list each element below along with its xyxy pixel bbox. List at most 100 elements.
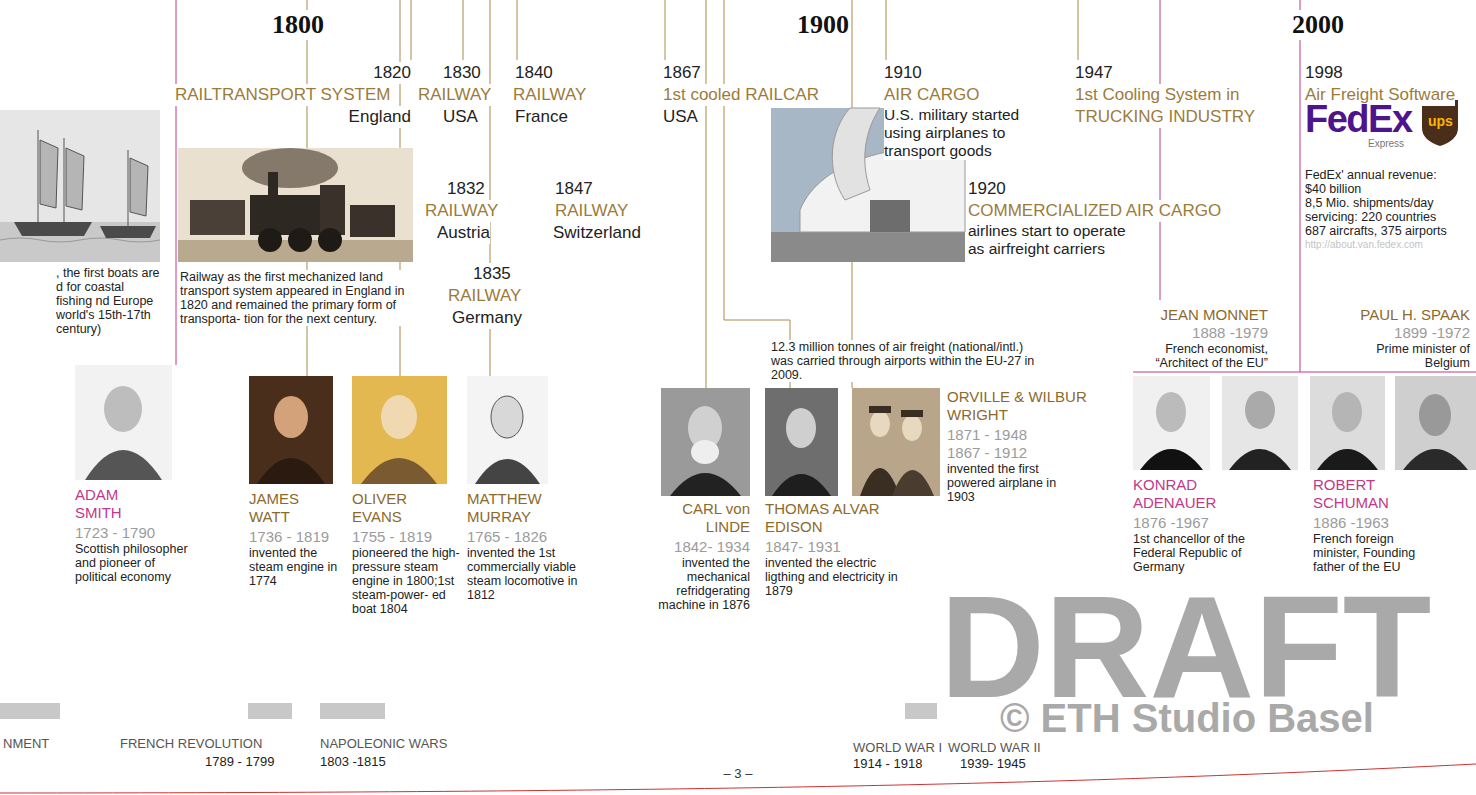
leader-line	[411, 0, 412, 60]
engraving-sea	[0, 222, 160, 262]
year-label: USA	[443, 106, 478, 128]
year-label: Switzerland	[553, 222, 641, 244]
person-note: Scottish philosopher and pioneer of poli…	[75, 542, 200, 584]
year-label: France	[515, 106, 568, 128]
person-note: invented the steam engine in 1774	[249, 546, 347, 588]
leader-lines	[307, 0, 1078, 388]
year-label: 1835	[473, 263, 511, 285]
event-title: RAILWAY	[448, 285, 521, 307]
person-name: JEAN MONNET	[1160, 306, 1268, 324]
event-title: RAILWAY	[418, 84, 491, 106]
century-label: 1800	[272, 10, 324, 40]
portrait-body	[475, 459, 540, 484]
life-dates: 1867 - 1912	[947, 444, 1027, 462]
event-note: U.S. military started using airplanes to…	[884, 106, 1044, 160]
tender	[350, 205, 395, 237]
portrait-body	[257, 458, 325, 484]
portrait-ground	[852, 388, 940, 496]
ship-hull	[14, 222, 92, 236]
person-note: invented the first powered airplane in 1…	[947, 462, 1067, 504]
year-label: 1867	[663, 62, 701, 84]
person-name: KONRAD ADENAUER	[1133, 476, 1233, 512]
portrait-head	[870, 411, 890, 437]
caption-text: 12.3 million tonnes of air freight (nati…	[771, 340, 1046, 382]
leader-line	[665, 0, 666, 60]
event-note: airlines start to operate as airfreight …	[968, 222, 1138, 258]
era-label: WORLD WAR I	[853, 740, 942, 756]
event-title: 1st cooled RAILCAR	[663, 84, 819, 106]
portrait-head	[1245, 391, 1275, 429]
life-dates: 1899 -1972	[1394, 324, 1470, 342]
portrait-body	[892, 470, 934, 496]
chimney	[268, 172, 278, 197]
caption-text: 687 aircrafts, 375 airports	[1305, 224, 1447, 238]
person-note: invented the 1st commercially viable ste…	[467, 546, 587, 602]
ship-sail	[66, 148, 84, 210]
event-title: RAILWAY	[513, 84, 586, 106]
portrait-ground	[249, 376, 333, 484]
portrait-body	[670, 473, 741, 496]
era-bar	[320, 703, 385, 719]
wheel	[258, 228, 282, 252]
life-dates: 1847- 1931	[765, 538, 841, 556]
life-dates: 1871 - 1948	[947, 426, 1027, 444]
carriage	[190, 200, 245, 235]
fuselage	[800, 148, 965, 233]
logo-text: ups	[1428, 113, 1453, 129]
person-name: CARL von LINDE	[650, 500, 750, 536]
caption-text: 8,5 Mio. shipments/day	[1305, 196, 1434, 210]
era-dates: 1914 - 1918	[853, 756, 922, 772]
person-note: pioneered the high-pressure steam engine…	[352, 546, 460, 616]
portrait-head	[491, 396, 523, 438]
leader-line	[886, 0, 887, 60]
cab	[320, 185, 345, 235]
person-note: invented the mechanical refridgerating m…	[645, 556, 750, 612]
caption-text: servicing: 220 countries	[1305, 210, 1436, 224]
year-label: 1920	[968, 178, 1006, 200]
portrait-body	[85, 450, 162, 480]
nose-door	[832, 108, 880, 200]
era-dates: 1939- 1945	[960, 756, 1026, 772]
person-note: French economist, “Architect of the EU”	[1128, 342, 1268, 370]
portrait-body	[1140, 449, 1203, 470]
wheel	[318, 228, 342, 252]
year-label: 1998	[1305, 62, 1343, 84]
portrait-head	[1419, 394, 1451, 436]
ship-mast	[38, 130, 39, 222]
pink-lines	[176, 0, 1476, 372]
person-name: JAMES WATT	[249, 490, 339, 526]
leader-line	[1300, 0, 1301, 372]
apron	[771, 232, 965, 262]
caption-text: FedEx' annual revenue: $40 billion	[1305, 168, 1445, 196]
year-label: 1847	[555, 178, 593, 200]
wave-line	[0, 238, 160, 242]
ship-mast	[64, 138, 65, 222]
person-name: OLIVER EVANS	[352, 490, 447, 526]
train-photo	[178, 148, 413, 262]
ups-shield	[1422, 100, 1458, 146]
leader-line	[706, 0, 707, 388]
person-note: Prime minister of Belgium	[1340, 342, 1470, 370]
person-note: French foreign minister, Founding father…	[1313, 532, 1438, 574]
year-label: 1910	[884, 62, 922, 84]
portrait-hat	[869, 406, 891, 413]
year-label: England	[349, 106, 411, 128]
event-title: RAILWAY	[555, 200, 628, 222]
event-title: RAILTRANSPORT SYSTEM	[175, 84, 390, 106]
life-dates: 1723 - 1790	[75, 524, 155, 542]
page-number: – 3 –	[724, 766, 753, 782]
person-note: invented the electric ligthing and elect…	[765, 556, 905, 598]
portrait-body	[1229, 449, 1291, 470]
year-label: 1830	[443, 62, 481, 84]
caption-text: Railway as the first mechanized land tra…	[180, 270, 416, 326]
year-label: Austria	[437, 222, 490, 244]
caption-text: , the first boats are d for coastal fish…	[56, 266, 160, 336]
cargo-pallet	[870, 200, 910, 232]
leader-line	[463, 0, 464, 60]
person-name: PAUL H. SPAAK	[1360, 306, 1470, 324]
watermark: © ETH Studio Basel	[1000, 698, 1374, 738]
year-label: 1840	[515, 62, 553, 84]
ship-sail	[130, 158, 148, 216]
